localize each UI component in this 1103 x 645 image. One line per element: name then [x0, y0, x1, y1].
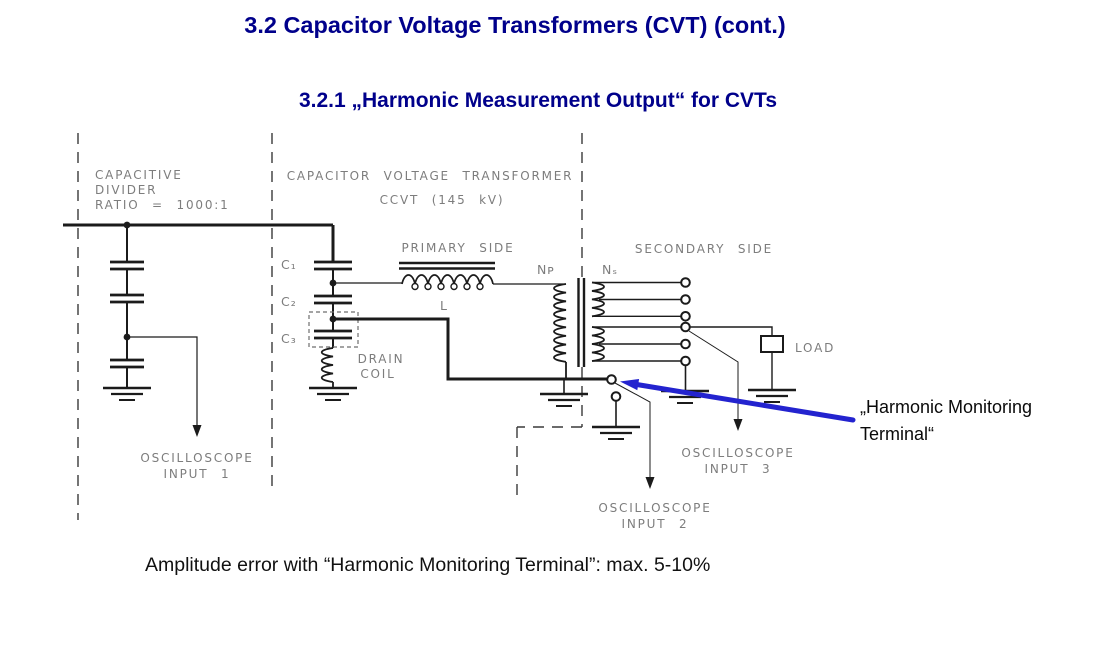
- oscilloscope2-label-1: OSCILLOSCOPE: [598, 501, 711, 515]
- osc1-arrowhead: [192, 425, 202, 437]
- drain-coil: [320, 347, 334, 388]
- terminal-6: [680, 355, 691, 367]
- load-label: LOAD: [795, 341, 835, 355]
- section-subtitle: 3.2.1 „Harmonic Measurement Output“ for …: [299, 89, 777, 112]
- drain-coil-label-1: DRAIN: [358, 352, 405, 366]
- terminal-3: [680, 311, 691, 322]
- divider-cap-2: [110, 293, 144, 304]
- secondary-winding-upper: [591, 281, 605, 318]
- c2-label: C₂: [281, 294, 297, 309]
- blue-arrow-shaft: [633, 381, 856, 423]
- terminal-4: [680, 321, 691, 333]
- c1-label: C₁: [281, 257, 297, 272]
- capacitive-divider-label-3: RATIO = 1000:1: [95, 198, 230, 212]
- load-branch: LOAD: [690, 326, 835, 403]
- osc3-arrowhead: [733, 419, 743, 431]
- load-wire: [690, 326, 773, 390]
- cvt-capacitor-stack: C₁ C₂ C₃ DRAIN COIL: [281, 225, 405, 401]
- primary-side-label: PRIMARY SIDE: [402, 241, 515, 255]
- np-label: Nᴘ: [537, 262, 555, 277]
- osc1-pointer-line: [127, 336, 198, 429]
- primary-winding: [553, 283, 567, 363]
- transformer-core: [577, 278, 586, 367]
- section-boundaries: [77, 133, 583, 520]
- secondary-side-label: SECONDARY SIDE: [635, 242, 773, 256]
- cap-c3: [314, 329, 352, 340]
- inductor-coil-loops: [411, 282, 484, 291]
- harmonic-annotation-group: „Harmonic Monitoring Terminal“: [620, 379, 1032, 444]
- cvt-label-2: CCVT (145 kV): [380, 193, 505, 207]
- divider-cap-3: [110, 358, 144, 369]
- osc2-arrowhead: [645, 477, 655, 489]
- series-inductor: L: [333, 261, 566, 313]
- secondary-terminals: [680, 277, 691, 367]
- cap-c2: [314, 294, 352, 305]
- terminal-2: [680, 294, 691, 305]
- inductor-core-lines: [399, 261, 495, 270]
- boundary-cvt-secondary: [516, 133, 583, 500]
- oscilloscope3-label-2: INPUT 3: [705, 462, 772, 476]
- oscilloscope3-label-1: OSCILLOSCOPE: [681, 446, 794, 460]
- divider-cap-1: [110, 260, 144, 271]
- oscilloscope2-label-2: INPUT 2: [622, 517, 689, 531]
- capacitive-divider-label-1: CAPACITIVE: [95, 168, 183, 182]
- oscilloscope1-label-1: OSCILLOSCOPE: [140, 451, 253, 465]
- secondary-winding-lower: [591, 326, 605, 362]
- oscilloscope1-label-2: INPUT 1: [164, 467, 231, 481]
- osc3-pointer-line: [688, 330, 739, 423]
- c3-label: C₃: [281, 331, 297, 346]
- inductor-label: L: [440, 298, 448, 313]
- cap-c1: [314, 260, 352, 271]
- transformer: Nᴘ Nₛ: [537, 262, 709, 407]
- section-labels: CAPACITIVE DIVIDER RATIO = 1000:1 CAPACI…: [95, 168, 773, 256]
- ns-label: Nₛ: [602, 262, 618, 277]
- capacitive-divider-label-2: DIVIDER: [95, 183, 157, 197]
- blue-arrowhead: [620, 379, 640, 391]
- osc2-pointer-line: [614, 382, 651, 481]
- harmonic-annotation-2: Terminal“: [860, 424, 934, 444]
- ground-reference-terminal: [610, 391, 622, 402]
- capacitive-divider-branch: OSCILLOSCOPE INPUT 1: [63, 221, 333, 481]
- drain-coil-label-2: COIL: [360, 367, 395, 381]
- terminal-5: [680, 338, 691, 350]
- amplitude-error-caption: Amplitude error with “Harmonic Monitorin…: [145, 554, 710, 576]
- harmonic-monitoring-terminal: [606, 374, 617, 385]
- tap-point-dashed-box: [308, 311, 359, 348]
- harmonic-tap-wire: [333, 317, 607, 381]
- page-title: 3.2 Capacitor Voltage Transformers (CVT)…: [244, 12, 785, 38]
- cvt-label-1: CAPACITOR VOLTAGE TRANSFORMER: [287, 169, 574, 183]
- primary-wire: [333, 282, 566, 285]
- terminal-1: [680, 277, 691, 288]
- load-box: [760, 335, 784, 353]
- inductor-coil: [401, 274, 494, 285]
- oscilloscope2-group: OSCILLOSCOPE INPUT 2: [598, 382, 711, 531]
- harmonic-annotation-1: „Harmonic Monitoring: [860, 397, 1032, 417]
- secondary-tap-lines: [592, 281, 681, 362]
- harmonic-terminal-group: [333, 317, 640, 440]
